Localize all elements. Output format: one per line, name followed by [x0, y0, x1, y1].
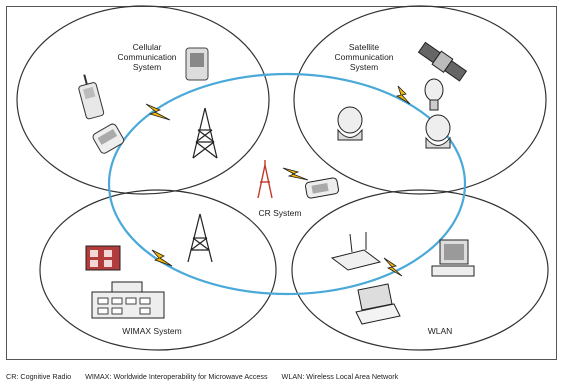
- cr-system-ring: [107, 72, 467, 296]
- lightning-bolt-icon: [395, 85, 411, 105]
- lightning-bolt-icon: [383, 257, 403, 277]
- legend-item-wimax: WIMAX: Worldwide Interoperability for Mi…: [85, 372, 268, 381]
- ground-station-icon: [425, 114, 451, 149]
- satellite-icon: [417, 41, 468, 82]
- lightning-bolt-icon: [282, 167, 309, 181]
- desktop-computer-icon: [431, 239, 475, 277]
- smartphone-icon: [185, 47, 209, 81]
- satellite-system-ellipse: [293, 5, 547, 195]
- wlan-system-ellipse: [291, 189, 549, 351]
- ground-station-icon: [337, 106, 363, 141]
- flip-phone-icon: [78, 74, 105, 120]
- wireless-router-icon: [330, 232, 382, 271]
- lightning-bolt-icon: [145, 103, 171, 121]
- lightning-bolt-icon: [151, 249, 173, 267]
- building-red-icon: [85, 245, 121, 271]
- satellite-dish-icon: [424, 78, 444, 111]
- radio-tower-red-icon: [257, 160, 273, 199]
- legend: CR: Cognitive Radio WIMAX: Worldwide Int…: [6, 372, 562, 381]
- diagram-frame: [6, 6, 557, 360]
- wlan-label: WLAN: [427, 326, 453, 336]
- satellite-system-label: Satellite Communication System: [334, 42, 394, 72]
- laptop-icon: [355, 283, 401, 325]
- cellular-system-label: Cellular Communication System: [117, 42, 177, 72]
- legend-item-cr: CR: Cognitive Radio: [6, 372, 72, 381]
- wimax-system-label: WIMAX System: [122, 326, 182, 336]
- wimax-tower-icon: [187, 213, 213, 263]
- cell-tower-icon: [192, 107, 218, 159]
- wimax-system-ellipse: [39, 189, 277, 351]
- office-building-icon: [91, 281, 165, 319]
- handset-phone-icon: [92, 123, 125, 154]
- cr-system-label: CR System: [258, 208, 302, 218]
- cr-device-icon: [304, 177, 340, 199]
- legend-item-wlan: WLAN: Wireless Local Area Network: [281, 372, 399, 381]
- cellular-system-ellipse: [16, 5, 270, 195]
